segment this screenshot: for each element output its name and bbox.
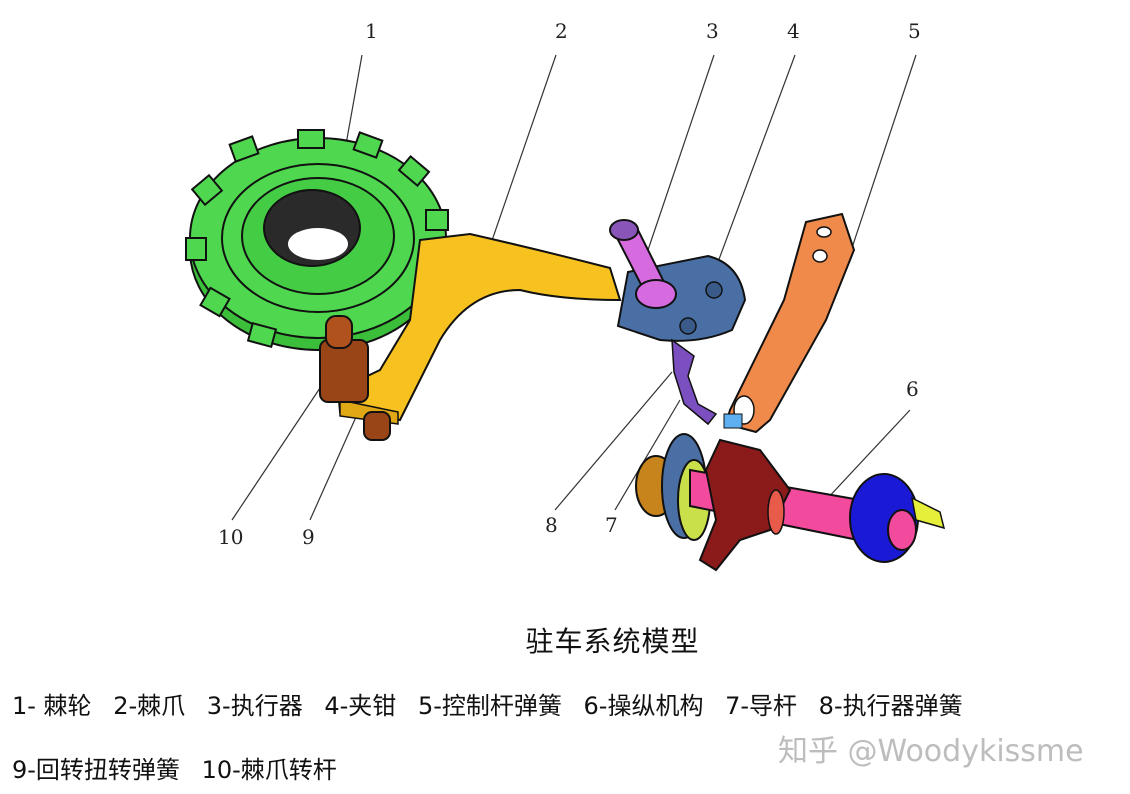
callout-2: 2: [555, 19, 568, 43]
legend-item-return-torsion-spring: 9-回转扭转弹簧: [12, 756, 180, 784]
callout-8: 8: [545, 513, 558, 537]
legend-item-actuator-spring: 8-执行器弹簧: [818, 692, 963, 720]
callout-4: 4: [787, 19, 800, 43]
legend-item-pawl-pivot: 10-棘爪转杆: [201, 756, 337, 784]
figure-title: 驻车系统模型: [525, 625, 700, 658]
callout-3: 3: [706, 19, 719, 43]
control-lever-part: [724, 212, 856, 434]
operating-mechanism-part: [635, 413, 946, 572]
pawl-pivot-part: [319, 315, 391, 441]
callout-6: 6: [906, 377, 919, 401]
leader-lines: [231, 54, 917, 521]
callout-numbers: 1 2 3 4 5 6 7 8 9 10: [218, 19, 921, 549]
callout-1: 1: [365, 19, 378, 43]
legend-item-clamp: 4-夹钳: [324, 692, 397, 720]
actuator-spring-part: [671, 338, 718, 426]
legend-item-control-lever-spring: 5-控制杆弹簧: [417, 692, 562, 720]
legend-item-ratchet: 1- 棘轮: [12, 692, 92, 720]
watermark: 知乎 @Woodykissme: [778, 734, 1084, 769]
legend-item-guide-rod: 7-导杆: [725, 692, 798, 720]
callout-9: 9: [302, 525, 315, 549]
legend-item-actuator: 3-执行器: [206, 692, 303, 720]
parking-system-illustration: 1 2 3 4 5 6 7 8 9 10: [185, 19, 946, 572]
legend-line-1: 1- 棘轮 2-棘爪 3-执行器 4-夹钳 5-控制杆弹簧 6-操纵机构 7-导…: [12, 686, 977, 721]
callout-10: 10: [218, 525, 243, 549]
ratchet-part: [185, 129, 449, 351]
actuator-part: [609, 219, 677, 309]
legend-item-pawl: 2-棘爪: [113, 692, 186, 720]
legend-item-operating-mechanism: 6-操纵机构: [583, 692, 704, 720]
callout-5: 5: [908, 19, 921, 43]
legend-line-2: 9-回转扭转弹簧 10-棘爪转杆: [12, 750, 351, 785]
callout-7: 7: [605, 513, 618, 537]
